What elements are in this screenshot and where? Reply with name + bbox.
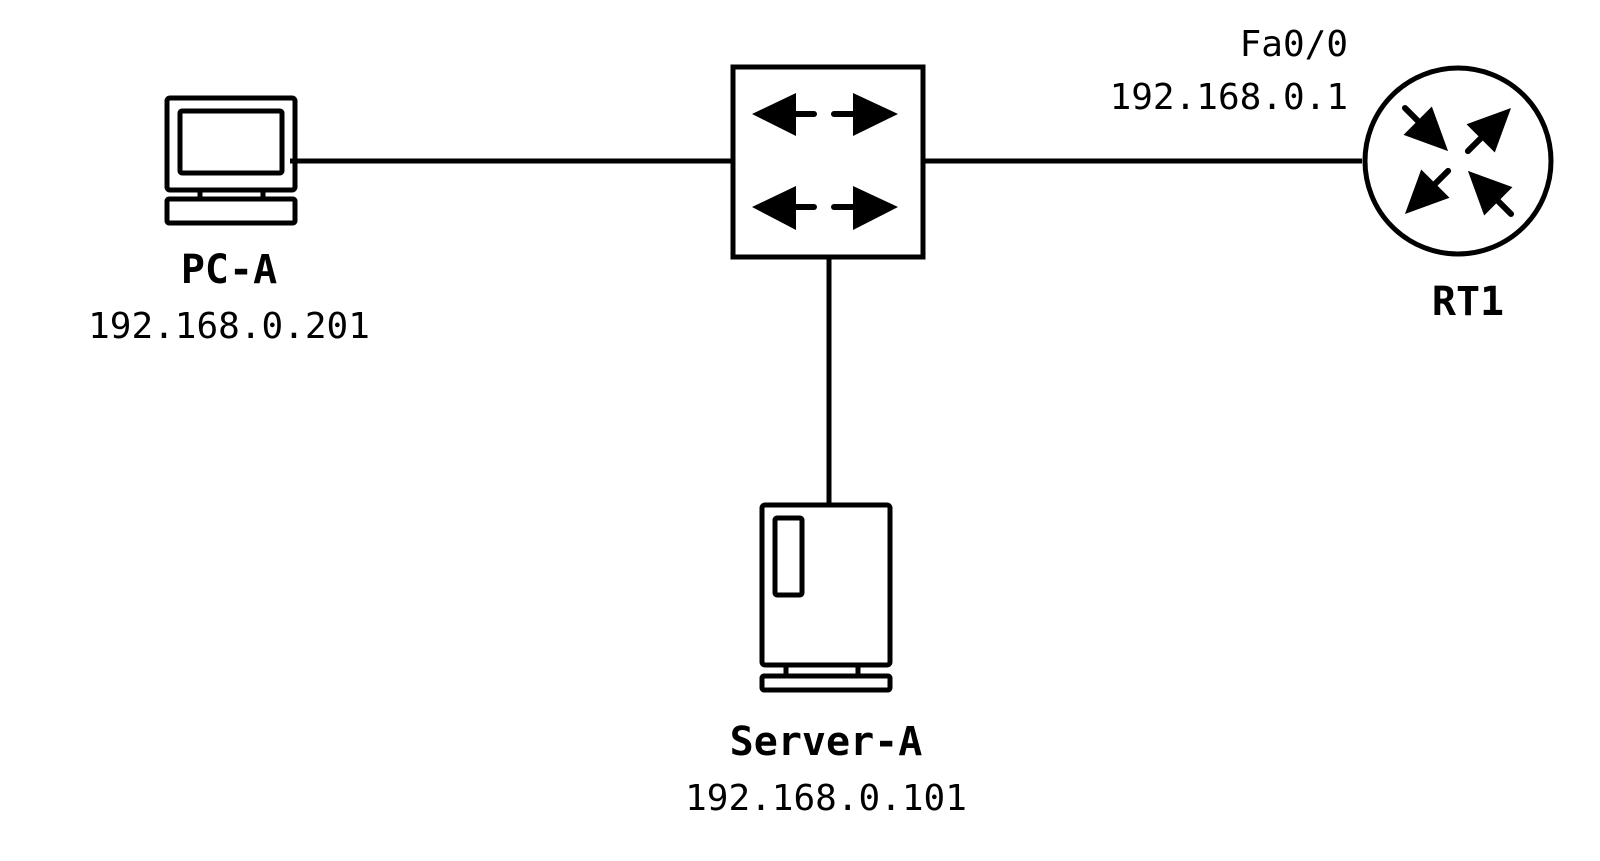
router-name-label: RT1 — [1432, 279, 1504, 325]
pc-name-label: PC-A — [181, 247, 277, 293]
router-icon[interactable] — [1362, 65, 1554, 257]
pc-icon[interactable] — [164, 95, 298, 226]
pc-ip-label: 192.168.0.201 — [88, 306, 370, 347]
server-icon[interactable] — [759, 502, 893, 693]
server-name-label: Server-A — [730, 719, 923, 765]
router-ip-label: 192.168.0.1 — [1110, 77, 1348, 118]
router-interface-label: Fa0/0 — [1240, 24, 1348, 65]
switch-icon[interactable] — [730, 64, 926, 260]
server-ip-label: 192.168.0.101 — [685, 778, 967, 819]
